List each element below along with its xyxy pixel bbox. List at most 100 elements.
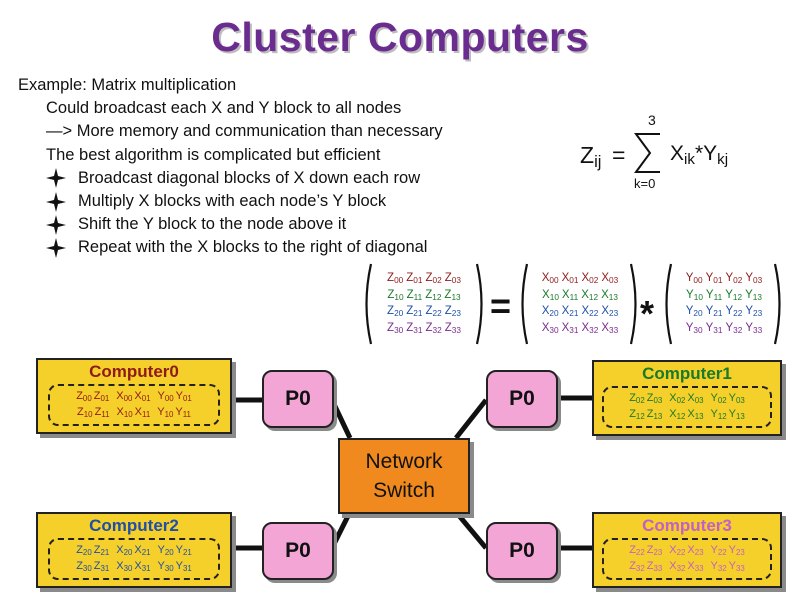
computer-title: Computer1 [642, 364, 732, 383]
matrix-cell: Y13 [745, 288, 762, 302]
block-cell: Z13 [646, 408, 663, 421]
block-cell: X31 [134, 560, 151, 573]
matrix-cell: Y10 [686, 288, 703, 302]
bullet-item: Could broadcast each X and Y block to al… [46, 99, 402, 118]
matrix-cell: X13 [601, 288, 618, 302]
block-cell: Y33 [728, 560, 745, 573]
block-cell: X30 [116, 560, 133, 573]
matrix-cell: Y33 [745, 321, 763, 335]
matrix-cell: X10 [542, 288, 559, 302]
matrix-cell: Z33 [444, 321, 461, 335]
block-cell: Y12 [710, 408, 727, 421]
matrix-equals: = [490, 285, 512, 326]
block-cell: Y23 [728, 544, 745, 557]
block-cell: Y01 [175, 390, 192, 403]
bullet-item: —> More memory and communication than ne… [46, 122, 443, 141]
block-cell: Z21 [93, 544, 110, 557]
matrix-cell: X30 [541, 321, 559, 335]
link-p0-switch [454, 398, 488, 440]
block-cell: X33 [687, 560, 704, 573]
slide-title: Cluster Computers [211, 14, 589, 60]
processor-p0: P0 [262, 522, 334, 580]
block-cell: Z33 [646, 560, 663, 573]
block-cell: Z31 [93, 560, 110, 573]
matrix-cell: X22 [581, 305, 599, 319]
block-cell: X20 [116, 544, 133, 557]
matrix-cell: Y23 [745, 305, 763, 319]
block-cell: X23 [687, 544, 704, 557]
matrix-cell: X11 [561, 288, 579, 302]
block-cell: Z20 [76, 544, 92, 557]
matrix-cell: Y31 [705, 321, 723, 335]
bullet-list: Example: Matrix multiplication Could bro… [18, 74, 443, 260]
sigma-icon [634, 133, 660, 173]
matrix-cell: Z02 [425, 272, 442, 286]
matrix-cell: Z22 [425, 305, 442, 319]
block-cell: Y02 [710, 392, 727, 405]
block-cell: X12 [669, 408, 686, 421]
matrix-cell: Y30 [685, 321, 703, 335]
block-cell: Y10 [157, 406, 174, 419]
matrix-cell: Z00 [387, 272, 404, 286]
block-cell: Y13 [728, 408, 745, 421]
matrix-cell: X03 [601, 272, 619, 286]
block-cell: Z23 [646, 544, 663, 557]
right-paren-icon [629, 263, 637, 345]
matrix-cell: X02 [581, 272, 599, 286]
bullet-subitem: Broadcast diagonal blocks of X down each… [18, 167, 443, 190]
bullet-subitem: Shift the Y block to the node above it [18, 213, 443, 236]
block-cell: X00 [116, 390, 133, 403]
matrix-cell: X23 [601, 305, 619, 319]
matrix-cell: X12 [581, 288, 599, 302]
right-paren-icon [475, 263, 483, 345]
block-cell: Z03 [646, 392, 663, 405]
matrix-cell: Y11 [705, 288, 723, 302]
matrix-cell: Z10 [387, 288, 404, 302]
block-cell: X21 [134, 544, 151, 557]
block-cell: Z22 [629, 544, 645, 557]
matrix-cell: Z32 [425, 321, 442, 335]
network-switch: Network Switch [338, 438, 470, 514]
summation-formula: Zij = 3 k=0 Xik*Ykj [580, 112, 760, 202]
block-cell: X32 [669, 560, 686, 573]
matrix-cell: X31 [561, 321, 579, 335]
sum-lower-limit: k=0 [634, 176, 656, 191]
switch-label-line1: Network [365, 450, 443, 473]
star-bullet-icon [46, 238, 78, 259]
matrix-cell: Y32 [725, 321, 743, 335]
bullet-subitem-text: Shift the Y block to the node above it [78, 215, 347, 234]
matrix-cell: Z31 [406, 321, 423, 335]
block-cell: X13 [687, 408, 704, 421]
bullet-item: The best algorithm is complicated but ef… [46, 145, 381, 164]
link-p0-switch [329, 398, 353, 440]
matrix-cell: X33 [601, 321, 619, 335]
left-paren-icon [521, 263, 529, 345]
matrix-cell: Z13 [444, 288, 461, 302]
block-cell: Z00 [76, 390, 92, 403]
block-cell: Y30 [157, 560, 174, 573]
block-cell: Y00 [157, 390, 174, 403]
link-p0-switch [454, 510, 488, 550]
matrix-cell: X21 [561, 305, 579, 319]
matrix-cell: Y20 [685, 305, 703, 319]
block-cell: X02 [669, 392, 686, 405]
matrix-cell: Y21 [705, 305, 723, 319]
block-cell: X11 [134, 406, 151, 419]
bullet-subitem: Repeat with the X blocks to the right of… [18, 236, 443, 259]
bullet-subitem-text: Multiply X blocks with each node’s Y blo… [78, 192, 387, 211]
